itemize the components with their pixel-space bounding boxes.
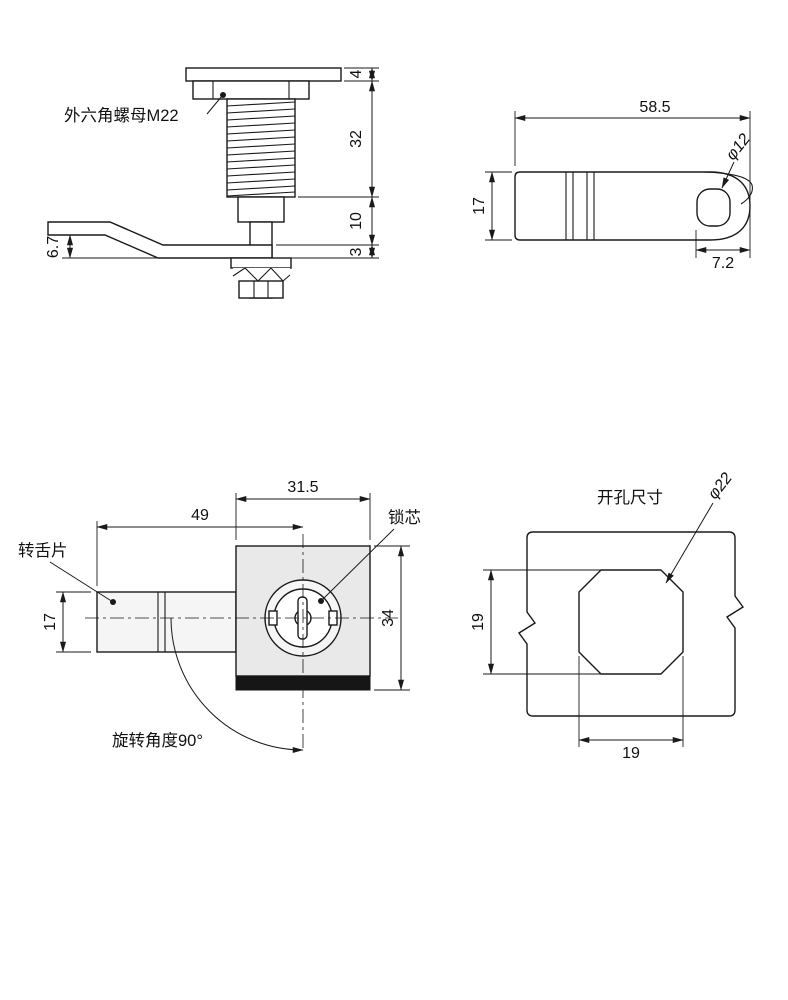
- leader-dot: [220, 92, 226, 98]
- rotation-arc: [170, 617, 304, 754]
- cam-bent-tip: [702, 171, 753, 205]
- front-view: 外六角螺母M22: [47, 67, 342, 299]
- cutout-title: 开孔尺寸: [597, 488, 663, 507]
- hex-nut-label: 外六角螺母M22: [64, 106, 179, 125]
- flat-washer: [230, 257, 292, 269]
- dim-cam-length: 58.5: [639, 99, 670, 116]
- mounting-plate: [185, 67, 342, 82]
- dim-cutout-dia: φ22: [705, 470, 736, 503]
- dim-cam-thickness: 3: [348, 247, 365, 256]
- core-callout: 锁芯: [318, 508, 421, 604]
- dim-cutout-width: 19: [622, 745, 640, 762]
- dim-neck-length: 10: [348, 212, 365, 230]
- spring-washer: [232, 267, 291, 282]
- rotation-label: 旋转角度90°: [112, 731, 203, 750]
- cam-mount-hole: [696, 188, 731, 227]
- dim-tongue-width: 17: [42, 613, 59, 631]
- dim-body-width: 31.5: [287, 479, 318, 496]
- tongue-callout: 转舌片: [18, 541, 116, 605]
- tongue-label: 转舌片: [18, 541, 68, 560]
- front-view-dimensions: 4 32 10 3 6.7: [45, 67, 379, 259]
- nut-callout: 外六角螺母M22: [64, 92, 226, 125]
- cam-plate: [514, 171, 751, 241]
- threaded-barrel: [226, 98, 296, 198]
- lock-top-view: [85, 534, 398, 752]
- bottom-hex-nut: [238, 280, 284, 299]
- dim-thread-length: 32: [348, 130, 365, 148]
- cam-bend-lines: [565, 172, 595, 240]
- core-label: 锁芯: [388, 508, 421, 527]
- dim-cam-reach: 49: [191, 507, 209, 524]
- dim-body-height: 34: [380, 609, 397, 627]
- cutout-hole: [578, 569, 684, 675]
- dim-cam-width: 17: [471, 197, 488, 215]
- cam-top-view: [514, 171, 753, 241]
- dim-cutout-height: 19: [470, 613, 487, 631]
- cutout-view: 开孔尺寸 φ22 19 19: [470, 470, 745, 762]
- hex-nut-m22: [192, 80, 310, 100]
- leader-dot: [318, 598, 324, 604]
- rotation-annotation: 旋转角度90°: [112, 617, 304, 754]
- lock-body-neck: [237, 196, 285, 223]
- dim-hole-offset: 7.2: [712, 255, 734, 272]
- dim-cam-hole-dia: φ12: [723, 131, 754, 164]
- dim-plate-thickness: 4: [348, 69, 365, 78]
- cam-lever-side: [47, 221, 273, 259]
- lock-top-dimensions: 31.5 49 锁芯 转舌片 17 34 旋转角度90°: [18, 479, 421, 754]
- dim-bend-offset: 6.7: [45, 236, 62, 258]
- cam-tongue: [96, 591, 237, 653]
- leader-dot: [110, 599, 116, 605]
